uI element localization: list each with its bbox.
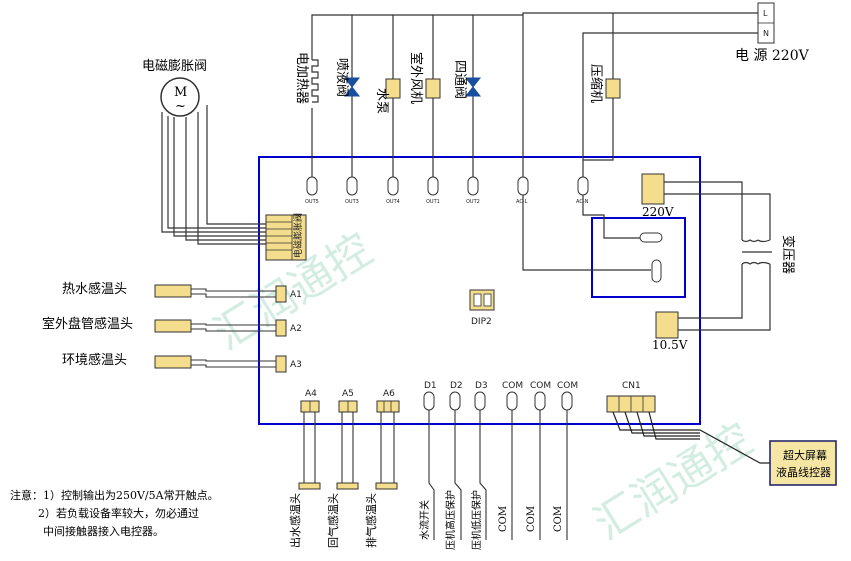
- compressor-box: [605, 78, 621, 99]
- spray-valve-icon: [343, 77, 361, 97]
- expansion-valve: 电磁膨胀阀 M ~ 电磁膨胀阀: [142, 59, 307, 261]
- probe-a4: [298, 482, 321, 490]
- com-label-3: COM: [553, 506, 564, 532]
- motor-tilde: ~: [175, 99, 186, 114]
- output-label-ac-l: AC-L: [516, 199, 528, 205]
- top-loads: [311, 13, 614, 177]
- expansion-valve-motor-icon: [160, 77, 200, 117]
- port-a3-label: A3: [290, 360, 302, 370]
- dip-label: DIP2: [471, 317, 492, 327]
- output-label-out4: OUT4: [386, 199, 400, 205]
- transformer-105v-connector: [655, 311, 679, 339]
- notes: 注意：1）控制输出为250V/5A常开触点。 2）若负载设备率较大，勿必通过 中…: [10, 488, 219, 538]
- sensor-probe-2: [154, 319, 192, 333]
- input-label-water-flow: 水流开关: [418, 500, 431, 540]
- port-d2-label: D2: [450, 381, 463, 391]
- port-d3-label: D3: [475, 381, 488, 391]
- load-label-water-pump: 水泵: [374, 88, 389, 114]
- sensor-probe-3: [154, 355, 192, 369]
- com-label-2: COM: [526, 506, 537, 532]
- heater-icon: [311, 59, 319, 103]
- load-label-spray-valve: 喷液阀: [334, 58, 349, 97]
- output-label-out5: OUT5: [305, 199, 319, 205]
- power-label: 电 源 220V: [735, 48, 810, 64]
- output-terminals: [306, 176, 589, 196]
- power-supply: L N 电 源 220V: [522, 2, 810, 177]
- sensor-label-return-gas: 回气感温头: [326, 493, 340, 548]
- output-label-out3: OUT3: [345, 199, 359, 205]
- relay-fuse-top: [639, 232, 663, 243]
- note-line-3: 中间接触器接入电控器。: [43, 524, 164, 538]
- output-label-ac-n: AC-N: [576, 199, 589, 205]
- output-label-out1: OUT1: [426, 199, 440, 205]
- port-a4-label: A4: [305, 389, 317, 399]
- motor-letter: M: [174, 85, 187, 100]
- port-com3-label: COM: [557, 381, 578, 391]
- load-label-four-way-valve: 四通阀: [452, 60, 467, 99]
- transformer: 220V 10.5V 变压器: [641, 173, 796, 352]
- input-label-low-pressure: 压机低压保护: [470, 490, 483, 550]
- lcd-controller-line2: 液晶线控器: [776, 465, 831, 479]
- note-line-1: 注意：1）控制输出为250V/5A常开触点。: [10, 488, 219, 502]
- power-L: L: [763, 9, 768, 18]
- sensor-label-discharge: 排气感温头: [364, 493, 378, 548]
- com-label-1: COM: [498, 506, 509, 532]
- expansion-valve-connector: [265, 214, 307, 261]
- probe-a5: [336, 482, 359, 490]
- water-pump-box: [385, 78, 401, 99]
- lcd-wire-controller: 超大屏幕 液晶线控器: [769, 440, 837, 486]
- relay-fuse-bottom: [651, 259, 662, 283]
- bottom-sensor-ports: A4 A5 A6 出水感温头 回气感温头 排气感温头: [288, 389, 400, 548]
- power-N: N: [763, 29, 769, 38]
- output-label-out2: OUT2: [466, 199, 480, 205]
- port-a2-label: A2: [290, 324, 302, 334]
- sensor-label-hot-water: 热水感温头: [62, 281, 127, 297]
- sensor-label-ambient: 环境感温头: [62, 352, 127, 368]
- transformer-105v-label: 10.5V: [652, 338, 688, 352]
- expansion-valve-label: 电磁膨胀阀: [142, 59, 207, 74]
- cn1-label: CN1: [622, 381, 641, 391]
- lcd-controller-box: [769, 440, 837, 486]
- transformer-220v-connector: [641, 173, 665, 205]
- four-way-valve-icon: [464, 77, 482, 97]
- port-a3-connector: [275, 355, 287, 373]
- lcd-controller-line1: 超大屏幕: [783, 448, 827, 462]
- port-a1-connector: [275, 285, 287, 303]
- digital-inputs: D1 D2 D3 COM COM COM 水流开关 压机高压保护 压机低压保护 …: [418, 381, 578, 550]
- svg-text:汇润通控: 汇润通控: [585, 414, 761, 551]
- transformer-220v-label: 220V: [642, 205, 674, 219]
- port-a5-label: A5: [342, 389, 354, 399]
- port-com2-label: COM: [530, 381, 551, 391]
- transformer-label: 变压器: [780, 235, 796, 274]
- sensor-label-outlet-water: 出水感温头: [288, 493, 302, 548]
- expansion-valve-connector-label: 电磁膨胀阀: [292, 213, 304, 258]
- left-sensors: 热水感温头 室外盘管感温头 环境感温头 A1 A2 A3: [42, 281, 302, 373]
- load-label-heater: 电加热器: [294, 52, 309, 104]
- cn1-port: CN1: [606, 381, 770, 464]
- sensor-label-outdoor-coil: 室外盘管感温头: [42, 316, 133, 332]
- relay-box: [591, 217, 686, 298]
- port-a6-label: A6: [383, 389, 395, 399]
- port-com1-label: COM: [502, 381, 523, 391]
- port-d1-label: D1: [424, 381, 437, 391]
- port-a1-label: A1: [290, 290, 302, 300]
- port-a6-connector: [376, 400, 400, 413]
- port-a2-connector: [275, 319, 287, 337]
- note-line-2: 2）若负载设备率较大，勿必通过: [38, 506, 199, 520]
- dip-switch: DIP2: [469, 289, 495, 327]
- load-label-compressor: 压缩机: [588, 64, 604, 103]
- load-label-outdoor-fan: 室外风机: [408, 52, 424, 104]
- sensor-probe-1: [154, 284, 192, 298]
- outdoor-fan-box: [425, 78, 441, 99]
- input-label-high-pressure: 压机高压保护: [444, 490, 457, 550]
- probe-a6: [375, 482, 398, 490]
